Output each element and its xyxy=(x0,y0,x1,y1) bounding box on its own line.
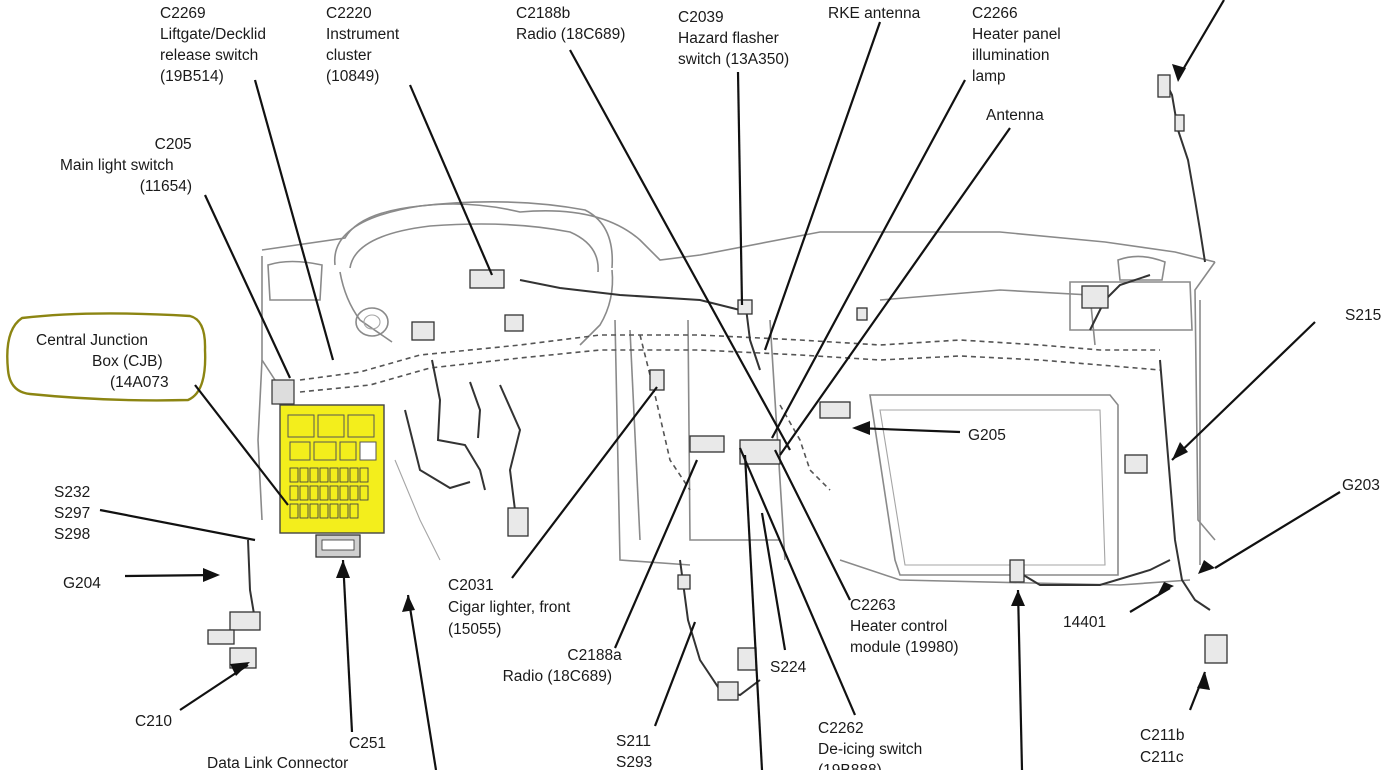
label-c2269-line: Liftgate/Decklid xyxy=(160,26,266,43)
label-c2039-line: Hazard flasher xyxy=(678,30,779,47)
label-g203-line: G203 xyxy=(1342,477,1380,494)
label-c2039: C2039 Hazard flasher switch (13A350) xyxy=(678,9,789,68)
label-c2220-line: Instrument xyxy=(326,26,400,43)
label-s232-line: S232 xyxy=(54,484,90,501)
label-c2220-line: cluster xyxy=(326,47,372,64)
label-c2031-line: Cigar lighter, front xyxy=(448,599,571,616)
instrument-panel-body xyxy=(257,74,1216,586)
label-c2269: C2269 Liftgate/Decklid release switch (1… xyxy=(160,5,270,85)
label-c211: C211b C211c xyxy=(1140,727,1189,766)
label-cjb-line: Box (CJB) xyxy=(92,353,163,370)
label-14401: 14401 xyxy=(1063,614,1106,631)
label-c2220-line: (10849) xyxy=(326,68,379,85)
label-c2263-line: C2263 xyxy=(850,597,896,614)
label-c2269-line: release switch xyxy=(160,47,258,64)
label-c2031-line: (15055) xyxy=(448,621,501,638)
label-s215-line: S215 xyxy=(1345,307,1381,324)
label-rke-antenna: RKE antenna xyxy=(828,5,921,22)
label-c2188a-line: Radio (18C689) xyxy=(503,668,612,685)
label-cjb: Central Junction Box (CJB) (14A073 xyxy=(36,332,169,391)
label-c205-line: (11654) xyxy=(140,178,192,195)
label-c2220-line: C2220 xyxy=(326,5,372,22)
central-junction-box xyxy=(271,379,385,558)
label-g203: G203 xyxy=(1342,477,1380,494)
label-c251: C251 Data Link Connector xyxy=(207,735,390,770)
label-c210-line: C210 xyxy=(135,713,172,730)
label-c2188b-line: Radio (18C689) xyxy=(516,26,625,43)
label-c2263-line: Heater control xyxy=(850,618,947,635)
label-s224-line: S224 xyxy=(770,659,807,676)
label-s232-line: S298 xyxy=(54,526,90,543)
label-cjb-line: (14A073 xyxy=(110,374,169,391)
label-c2266-line: C2266 xyxy=(972,5,1018,22)
label-s224: S224 xyxy=(770,659,807,676)
label-s232-s297-s298: S232 S297 S298 xyxy=(54,484,95,543)
label-s232-line: S297 xyxy=(54,505,90,522)
cjb-highlight-outline xyxy=(6,312,207,402)
label-antenna-line: Antenna xyxy=(986,107,1044,124)
label-c2039-line: C2039 xyxy=(678,9,724,26)
label-c2031: C2031 Cigar lighter, front (15055) xyxy=(448,577,575,638)
label-c2266-line: illumination xyxy=(972,47,1050,64)
label-c211-line: C211b xyxy=(1140,727,1185,744)
label-c2262-line: (19B888) xyxy=(818,762,882,770)
label-c2188b-line: C2188b xyxy=(516,5,570,22)
label-rke-antenna-line: RKE antenna xyxy=(828,5,921,22)
label-c205: C205 Main light switch (11654) xyxy=(60,136,196,195)
label-s211-s293: S211 S293 xyxy=(616,733,655,770)
label-antenna: Antenna xyxy=(986,107,1044,124)
label-c2262-line: De-icing switch xyxy=(818,741,922,758)
label-c251-line: Data Link Connector xyxy=(207,755,348,770)
label-c2031-line: C2031 xyxy=(448,577,494,594)
label-g205: G205 xyxy=(968,427,1006,444)
label-c2188a: C2188a Radio (18C689) xyxy=(503,647,626,685)
label-s211-line: S211 xyxy=(616,733,651,750)
label-s211-line: S293 xyxy=(616,754,652,770)
arrowheads xyxy=(203,64,1215,690)
label-c2263-line: module (19980) xyxy=(850,639,959,656)
label-c210: C210 xyxy=(135,713,172,730)
label-g204: G204 xyxy=(63,575,101,592)
label-c2039-line: switch (13A350) xyxy=(678,51,789,68)
label-c2266: C2266 Heater panel illumination lamp xyxy=(972,5,1065,85)
label-cjb-line: Central Junction xyxy=(36,332,148,349)
label-g205-line: G205 xyxy=(968,427,1006,444)
label-c2188b: C2188b Radio (18C689) xyxy=(516,5,625,43)
label-c2188a-line: C2188a xyxy=(567,647,622,664)
label-c2269-line: (19B514) xyxy=(160,68,224,85)
label-c211-line: C211c xyxy=(1140,749,1184,766)
label-c205-line: C205 xyxy=(155,136,192,153)
label-c2269-line: C2269 xyxy=(160,5,206,22)
label-c2262: C2262 De-icing switch (19B888) xyxy=(818,720,927,770)
label-c2266-line: Heater panel xyxy=(972,26,1061,43)
label-14401-line: 14401 xyxy=(1063,614,1106,631)
label-c251-line: C251 xyxy=(349,735,386,752)
label-s215: S215 xyxy=(1345,307,1381,324)
leader-lines xyxy=(99,0,1341,770)
label-g204-line: G204 xyxy=(63,575,101,592)
label-c205-line: Main light switch xyxy=(60,157,174,174)
label-c2266-line: lamp xyxy=(972,68,1006,85)
label-c2220: C2220 Instrument cluster (10849) xyxy=(326,5,404,85)
label-c2262-line: C2262 xyxy=(818,720,864,737)
label-c2263: C2263 Heater control module (19980) xyxy=(850,597,959,656)
